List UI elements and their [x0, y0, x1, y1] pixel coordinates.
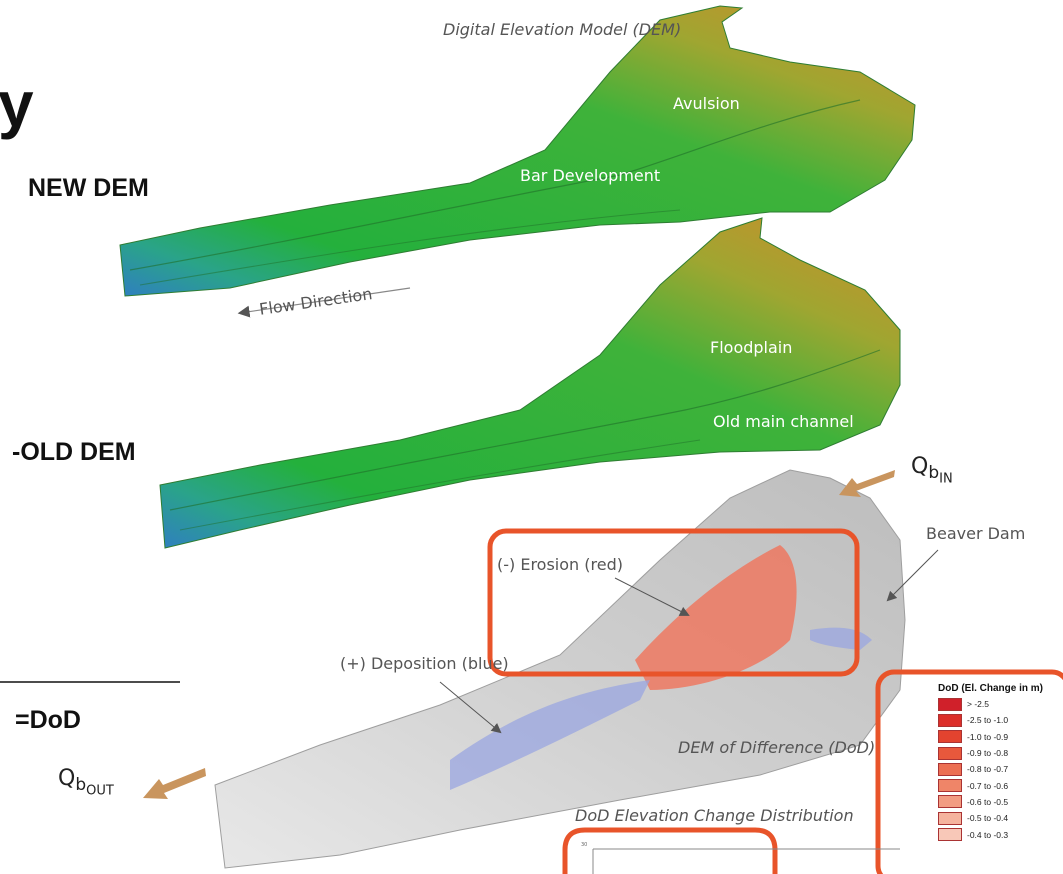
dem-title: Digital Elevation Model (DEM) [443, 20, 681, 39]
legend-item: -0.7 to -0.6 [938, 777, 1063, 793]
legend-item-label: -0.7 to -0.6 [967, 781, 1008, 791]
legend-swatch [938, 795, 962, 808]
legend-swatch [938, 828, 962, 841]
legend-item: -0.4 to -0.3 [938, 826, 1063, 842]
histogram-tick: 30 [581, 842, 587, 848]
old-dem-label: -OLD DEM [12, 438, 136, 467]
dod-legend: DoD (El. Change in m) > -2.5 -2.5 to -1.0… [938, 683, 1063, 843]
legend-title: DoD (El. Change in m) [938, 683, 1063, 694]
legend-swatch [938, 698, 962, 711]
legend-item-label: -0.4 to -0.3 [967, 830, 1008, 840]
avulsion-label: Avulsion [673, 94, 740, 113]
deposition-label: (+) Deposition (blue) [340, 654, 509, 673]
dod-label: =DoD [15, 706, 81, 735]
floodplain-label: Floodplain [710, 338, 792, 357]
legend-item-label: -0.5 to -0.4 [967, 813, 1008, 823]
legend-swatch [938, 747, 962, 760]
legend-item-label: -0.6 to -0.5 [967, 797, 1008, 807]
qb-in-label: QbIN [911, 454, 953, 487]
legend-swatch [938, 714, 962, 727]
legend-item: -0.8 to -0.7 [938, 761, 1063, 777]
new-dem-surface [120, 6, 915, 296]
legend-swatch [938, 763, 962, 776]
partial-heading: y [0, 72, 34, 136]
legend-item-label: -2.5 to -1.0 [967, 715, 1008, 725]
legend-item-label: > -2.5 [967, 699, 989, 709]
old-main-channel-label: Old main channel [713, 412, 854, 431]
legend-item: -0.5 to -0.4 [938, 810, 1063, 826]
legend-rows: > -2.5 -2.5 to -1.0 -1.0 to -0.9 -0.9 to -0… [938, 696, 1063, 843]
legend-swatch [938, 779, 962, 792]
legend-item-label: -0.9 to -0.8 [967, 748, 1008, 758]
legend-item: > -2.5 [938, 696, 1063, 712]
histogram-highlight-box [565, 830, 775, 874]
legend-item: -0.6 to -0.5 [938, 794, 1063, 810]
dod-title: DEM of Difference (DoD) [678, 738, 875, 757]
distribution-title: DoD Elevation Change Distribution [575, 806, 854, 825]
beaver-dam-label: Beaver Dam [926, 524, 1025, 543]
erosion-label: (-) Erosion (red) [497, 555, 623, 574]
legend-item-label: -1.0 to -0.9 [967, 732, 1008, 742]
legend-item-label: -0.8 to -0.7 [967, 764, 1008, 774]
legend-item: -2.5 to -1.0 [938, 712, 1063, 728]
legend-swatch [938, 812, 962, 825]
qb-in-arrow [839, 470, 895, 497]
new-dem-label: NEW DEM [28, 174, 149, 203]
qb-out-label: QbOUT [58, 766, 114, 799]
bar-development-label: Bar Development [520, 166, 660, 185]
legend-item: -1.0 to -0.9 [938, 729, 1063, 745]
legend-item: -0.9 to -0.8 [938, 745, 1063, 761]
qb-out-arrow [143, 768, 206, 799]
legend-swatch [938, 730, 962, 743]
